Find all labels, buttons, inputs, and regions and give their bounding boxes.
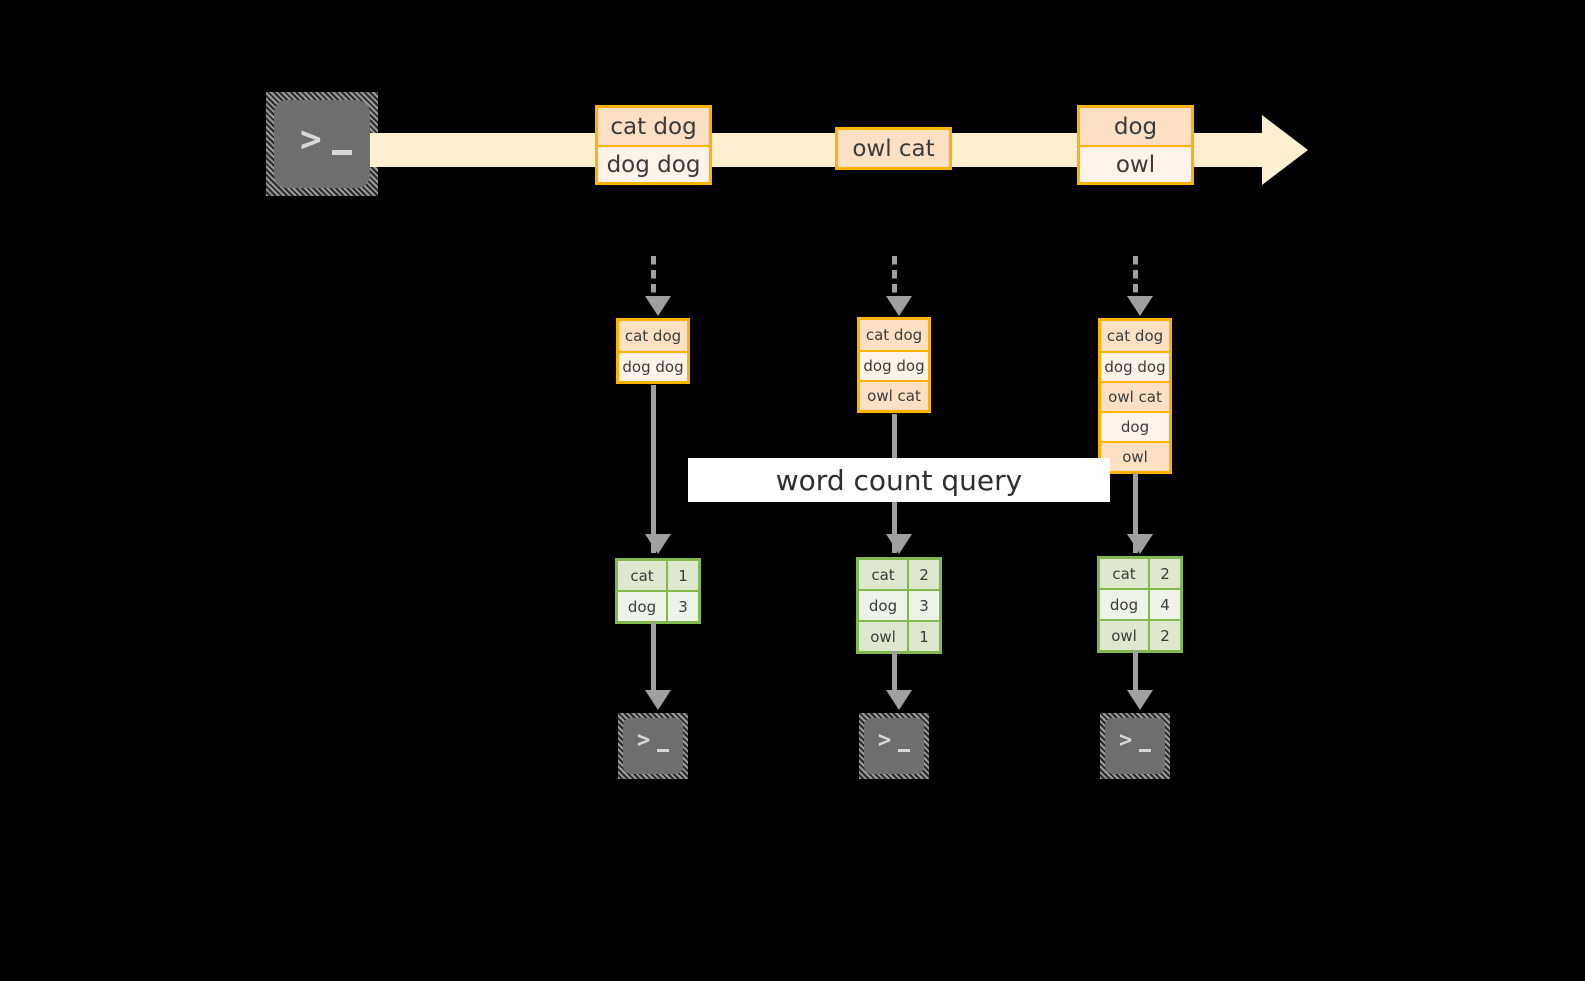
result-row: dog 3: [618, 590, 698, 621]
record-line: owl: [1080, 145, 1191, 182]
result-row: cat 2: [859, 560, 939, 589]
query-arrowhead-3-icon: [1127, 534, 1153, 554]
terminal-screen: >: [1105, 718, 1165, 774]
trigger-arrowhead-2-icon: [886, 296, 912, 316]
trigger-connector-2: [892, 256, 897, 302]
record-line: dog: [1080, 108, 1191, 145]
result-table-3: cat 2 dog 4 owl 2: [1097, 556, 1183, 653]
result-count: 3: [907, 591, 939, 620]
trigger-connector-1: [651, 256, 656, 302]
stream-arrowhead-icon: [1262, 115, 1308, 185]
trigger-arrowhead-3-icon: [1127, 296, 1153, 316]
sink-arrowhead-2-icon: [886, 690, 912, 710]
result-row: owl 2: [1100, 619, 1180, 650]
accumulated-row: dog dog: [619, 351, 687, 381]
result-row: cat 1: [618, 561, 698, 590]
accumulated-row: cat dog: [860, 320, 928, 350]
source-terminal-icon: >: [266, 92, 378, 196]
terminal-screen: >: [623, 718, 683, 774]
terminal-prompt-chevron: >: [300, 119, 322, 160]
terminal-screen: >: [864, 718, 924, 774]
terminal-screen: >: [274, 100, 370, 188]
result-word: cat: [618, 561, 666, 590]
query-connector-3: [1133, 473, 1138, 553]
result-word: cat: [1100, 559, 1148, 588]
terminal-prompt-underscore: [332, 150, 352, 155]
result-count: 1: [907, 622, 939, 651]
stream-record-1: cat dog dog dog: [595, 105, 712, 185]
result-word: owl: [1100, 621, 1148, 650]
stream-record-2: owl cat: [835, 127, 952, 170]
result-count: 2: [907, 560, 939, 589]
accumulated-row: owl cat: [860, 380, 928, 410]
result-word: dog: [1100, 590, 1148, 619]
result-row: dog 3: [859, 589, 939, 620]
trigger-connector-3: [1133, 256, 1138, 302]
accumulated-row: dog: [1101, 411, 1169, 441]
terminal-prompt-chevron: >: [878, 728, 892, 753]
record-line: cat dog: [598, 108, 709, 145]
accumulated-row: cat dog: [1101, 321, 1169, 351]
result-table-2: cat 2 dog 3 owl 1: [856, 557, 942, 654]
sink-connector-3: [1133, 650, 1138, 694]
accumulated-row: owl cat: [1101, 381, 1169, 411]
sink-terminal-icon-3: >: [1100, 713, 1170, 779]
stream-record-3: dog owl: [1077, 105, 1194, 185]
sink-connector-2: [892, 651, 897, 694]
accumulated-row: dog dog: [860, 350, 928, 380]
result-count: 1: [666, 561, 698, 590]
record-line: dog dog: [598, 145, 709, 182]
sink-arrowhead-3-icon: [1127, 690, 1153, 710]
query-arrowhead-1-icon: [645, 534, 671, 554]
result-count: 2: [1148, 621, 1180, 650]
accumulated-row: cat dog: [619, 321, 687, 351]
sink-terminal-icon-1: >: [618, 713, 688, 779]
result-row: owl 1: [859, 620, 939, 651]
record-line: owl cat: [838, 130, 949, 167]
query-label: word count query: [775, 463, 1023, 497]
accumulated-table-3: cat dog dog dog owl cat dog owl: [1098, 318, 1172, 474]
sink-connector-1: [651, 622, 656, 694]
terminal-prompt-underscore: [1139, 749, 1151, 752]
terminal-prompt-chevron: >: [1119, 728, 1133, 753]
result-word: dog: [859, 591, 907, 620]
accumulated-row: owl: [1101, 441, 1169, 471]
result-word: owl: [859, 622, 907, 651]
trigger-arrowhead-1-icon: [645, 296, 671, 316]
accumulated-row: dog dog: [1101, 351, 1169, 381]
accumulated-table-2: cat dog dog dog owl cat: [857, 317, 931, 413]
sink-terminal-icon-2: >: [859, 713, 929, 779]
terminal-prompt-underscore: [898, 749, 910, 752]
result-count: 2: [1148, 559, 1180, 588]
terminal-prompt-underscore: [657, 749, 669, 752]
result-count: 3: [666, 592, 698, 621]
query-arrowhead-2-icon: [886, 534, 912, 554]
query-connector-1: [651, 385, 656, 553]
result-row: cat 2: [1100, 559, 1180, 588]
terminal-prompt-chevron: >: [637, 728, 651, 753]
query-label-band: word count query: [688, 458, 1110, 502]
result-row: dog 4: [1100, 588, 1180, 619]
result-table-1: cat 1 dog 3: [615, 558, 701, 624]
sink-arrowhead-1-icon: [645, 690, 671, 710]
result-word: cat: [859, 560, 907, 589]
result-count: 4: [1148, 590, 1180, 619]
result-word: dog: [618, 592, 666, 621]
accumulated-table-1: cat dog dog dog: [616, 318, 690, 384]
